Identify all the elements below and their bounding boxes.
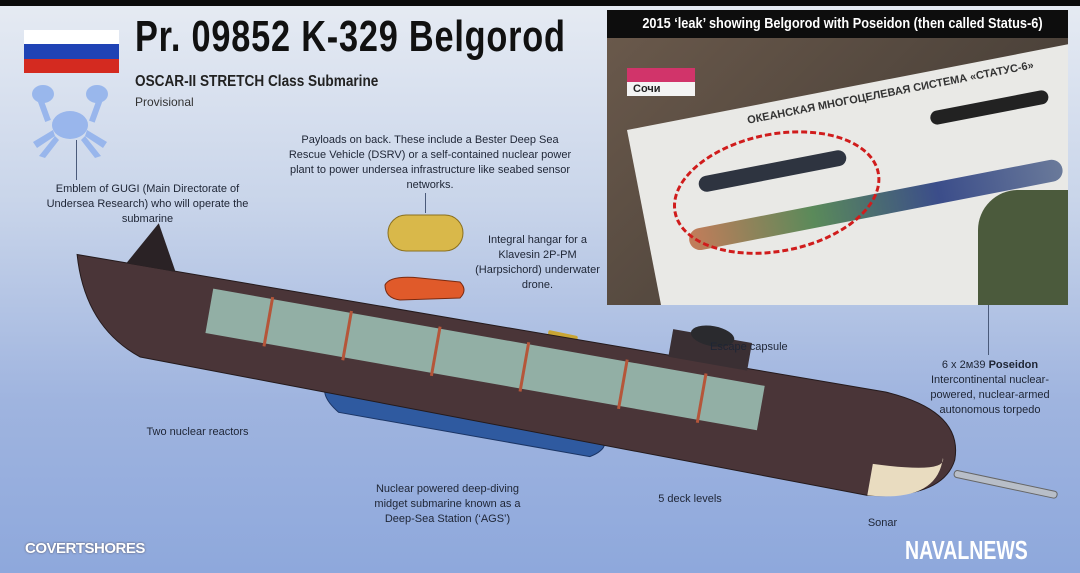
poseidon-torpedo <box>953 470 1058 499</box>
hangar-annotation: Integral hangar for a Klavesin 2P-PM (Ha… <box>475 234 600 291</box>
escape-capsule-annotation: Escape capsule <box>710 341 788 353</box>
escape-capsule <box>690 325 735 347</box>
tv-location-tag: Сочи <box>627 68 695 96</box>
uniform-shoulder <box>978 190 1068 305</box>
poseidon-count: 6 x 2м39 <box>941 359 986 371</box>
poseidon-annotation: 6 x 2м39 Poseidon Intercontinental nucle… <box>920 358 1060 418</box>
covertshores-logo: COVERTSHORES <box>25 540 145 557</box>
top-bar <box>0 0 1080 6</box>
nuclear-power-plant-module <box>387 214 464 252</box>
deck-bulkheads <box>262 296 708 424</box>
tail-fin <box>126 223 176 272</box>
payloads-leader-line <box>425 193 426 213</box>
status-text: Provisional <box>135 95 194 109</box>
gugi-annotation: Emblem of GUGI (Main Directorate of Unde… <box>46 183 249 225</box>
payloads-annotation: Payloads on back. These include a Bester… <box>288 134 572 191</box>
document-second-submarine-image <box>929 89 1050 126</box>
ags-annotation: Nuclear powered deep-diving midget subma… <box>374 483 521 525</box>
sonar-annotation: Sonar <box>867 517 898 529</box>
navalnews-logo: NAVALNEWS <box>905 535 1028 565</box>
poseidon-description: Intercontinental nuclear-powered, nuclea… <box>930 374 1050 416</box>
dsrv-bester <box>384 276 465 301</box>
russian-flag <box>24 30 119 73</box>
page-title: Pr. 09852 K-329 Belgorod <box>135 12 566 61</box>
page-subtitle: OSCAR-II STRETCH Class Submarine <box>135 73 379 90</box>
sonar-dome <box>867 457 944 497</box>
gugi-crab-emblem-icon <box>32 85 108 158</box>
decks-annotation: 5 deck levels <box>658 493 722 505</box>
poseidon-leader-line <box>988 305 989 355</box>
leak-panel-title: 2015 ‘leak’ showing Belgorod with Poseid… <box>607 10 1068 38</box>
poseidon-name: Poseidon <box>988 359 1039 371</box>
leak-photo-panel: ОКЕАНСКАЯ МНОГОЦЕЛЕВАЯ СИСТЕМА «СТАТУС-6… <box>607 10 1068 305</box>
reactors-annotation: Two nuclear reactors <box>146 426 249 438</box>
gugi-leader-line <box>76 140 77 180</box>
cutaway-section <box>205 288 765 431</box>
